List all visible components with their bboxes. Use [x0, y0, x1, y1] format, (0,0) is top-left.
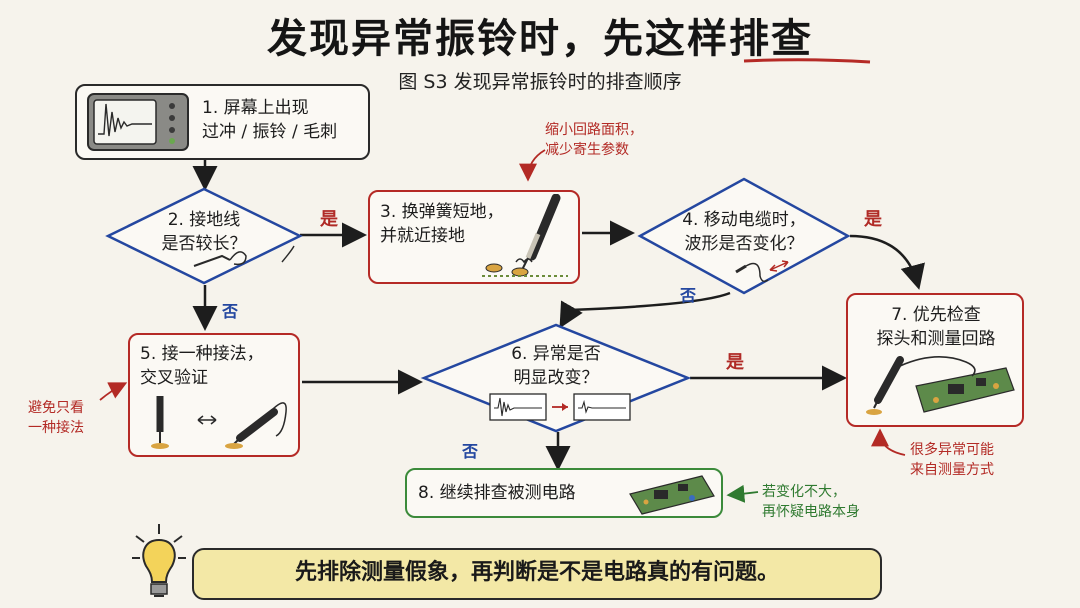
note-if-small-change: 若变化不大， 再怀疑电路本身 — [762, 482, 902, 522]
step-7-line2: 探头和测量回路 — [876, 329, 996, 349]
step-4-line1: 4. 移动电缆时， — [682, 210, 806, 230]
note-many-anomalies: 很多异常可能 来自测量方式 — [910, 440, 1030, 480]
step-7-text: 7. 优先检查 探头和测量回路 — [850, 303, 1022, 351]
step-2-text: 2. 接地线 是否较长？ — [134, 208, 274, 256]
step-6-no-label: 否 — [462, 442, 479, 461]
step-3-line2: 并就近接地 — [380, 226, 465, 246]
step-4-diamond — [637, 177, 851, 295]
note-if-small-change-line2: 再怀疑电路本身 — [762, 504, 860, 520]
note-reduce-loop-line2: 减少寄生参数 — [545, 142, 629, 158]
step-1-line1: 1. 屏幕上出现 — [202, 98, 309, 118]
title-underline — [743, 58, 871, 64]
step-2-yes-label: 是 — [320, 209, 338, 230]
note-if-small-change-line1: 若变化不大， — [762, 484, 846, 500]
step-5-text: 5. 接一种接法， 交叉验证 — [140, 342, 298, 390]
step-1-text: 1. 屏幕上出现 过冲 / 振铃 / 毛刺 — [202, 96, 367, 144]
step-4-text: 4. 移动电缆时， 波形是否变化？ — [674, 208, 814, 256]
step-2-line1: 2. 接地线 — [167, 210, 241, 230]
probe-on-pcb-icon — [866, 356, 1015, 415]
step-2-line2: 是否较长？ — [161, 234, 247, 254]
note-avoid-single-line2: 一种接法 — [28, 420, 84, 436]
note-many-anomalies-line2: 来自测量方式 — [910, 462, 994, 478]
oscilloscope-icon — [87, 93, 189, 151]
circuit-board-icon — [629, 475, 715, 515]
step-5-box — [128, 333, 300, 457]
step-6-yes-label: 是 — [726, 352, 744, 373]
step-6-line1: 6. 异常是否 — [511, 344, 601, 364]
lightbulb-icon — [132, 524, 186, 597]
step-6-line2: 明显改变？ — [513, 368, 599, 388]
step-5-line1: 5. 接一种接法， — [140, 344, 264, 364]
page-title: 发现异常振铃时，先这样排查 — [267, 16, 813, 62]
probe-spring-ground-icon — [482, 194, 568, 277]
note-avoid-single-line1: 避免只看 — [28, 400, 84, 416]
step-5-line2: 交叉验证 — [140, 368, 208, 388]
step-3-box — [368, 190, 580, 284]
step-6-diamond — [420, 323, 692, 433]
step-6-text: 6. 异常是否 明显改变？ — [486, 342, 626, 390]
step-1-line2: 过冲 / 振铃 / 毛刺 — [202, 122, 338, 142]
step-4-no-label: 否 — [680, 286, 697, 305]
two-probing-methods-icon — [151, 396, 287, 449]
conclusion-banner — [192, 548, 882, 600]
step-3-line1: 3. 换弹簧短地， — [380, 202, 504, 222]
note-reduce-loop-line1: 缩小回路面积， — [545, 122, 643, 138]
step-2-no-label: 否 — [222, 302, 239, 321]
step-3-text: 3. 换弹簧短地， 并就近接地 — [380, 200, 520, 248]
conclusion-text: 先排除测量假象，再判断是不是电路真的有问题。 — [294, 560, 779, 585]
step-8-text: 8. 继续排查被测电路 — [418, 483, 576, 503]
step-2-diamond — [105, 187, 303, 285]
step-4-yes-label: 是 — [864, 209, 882, 230]
note-avoid-single: 避免只看 一种接法 — [28, 398, 108, 438]
step-7-line1: 7. 优先检查 — [891, 305, 981, 325]
figure-caption: 图 S3 发现异常振铃时的排查顺序 — [398, 71, 682, 93]
note-reduce-loop: 缩小回路面积， 减少寄生参数 — [545, 120, 675, 160]
step-4-line2: 波形是否变化？ — [684, 234, 804, 254]
note-many-anomalies-line1: 很多异常可能 — [910, 442, 994, 458]
